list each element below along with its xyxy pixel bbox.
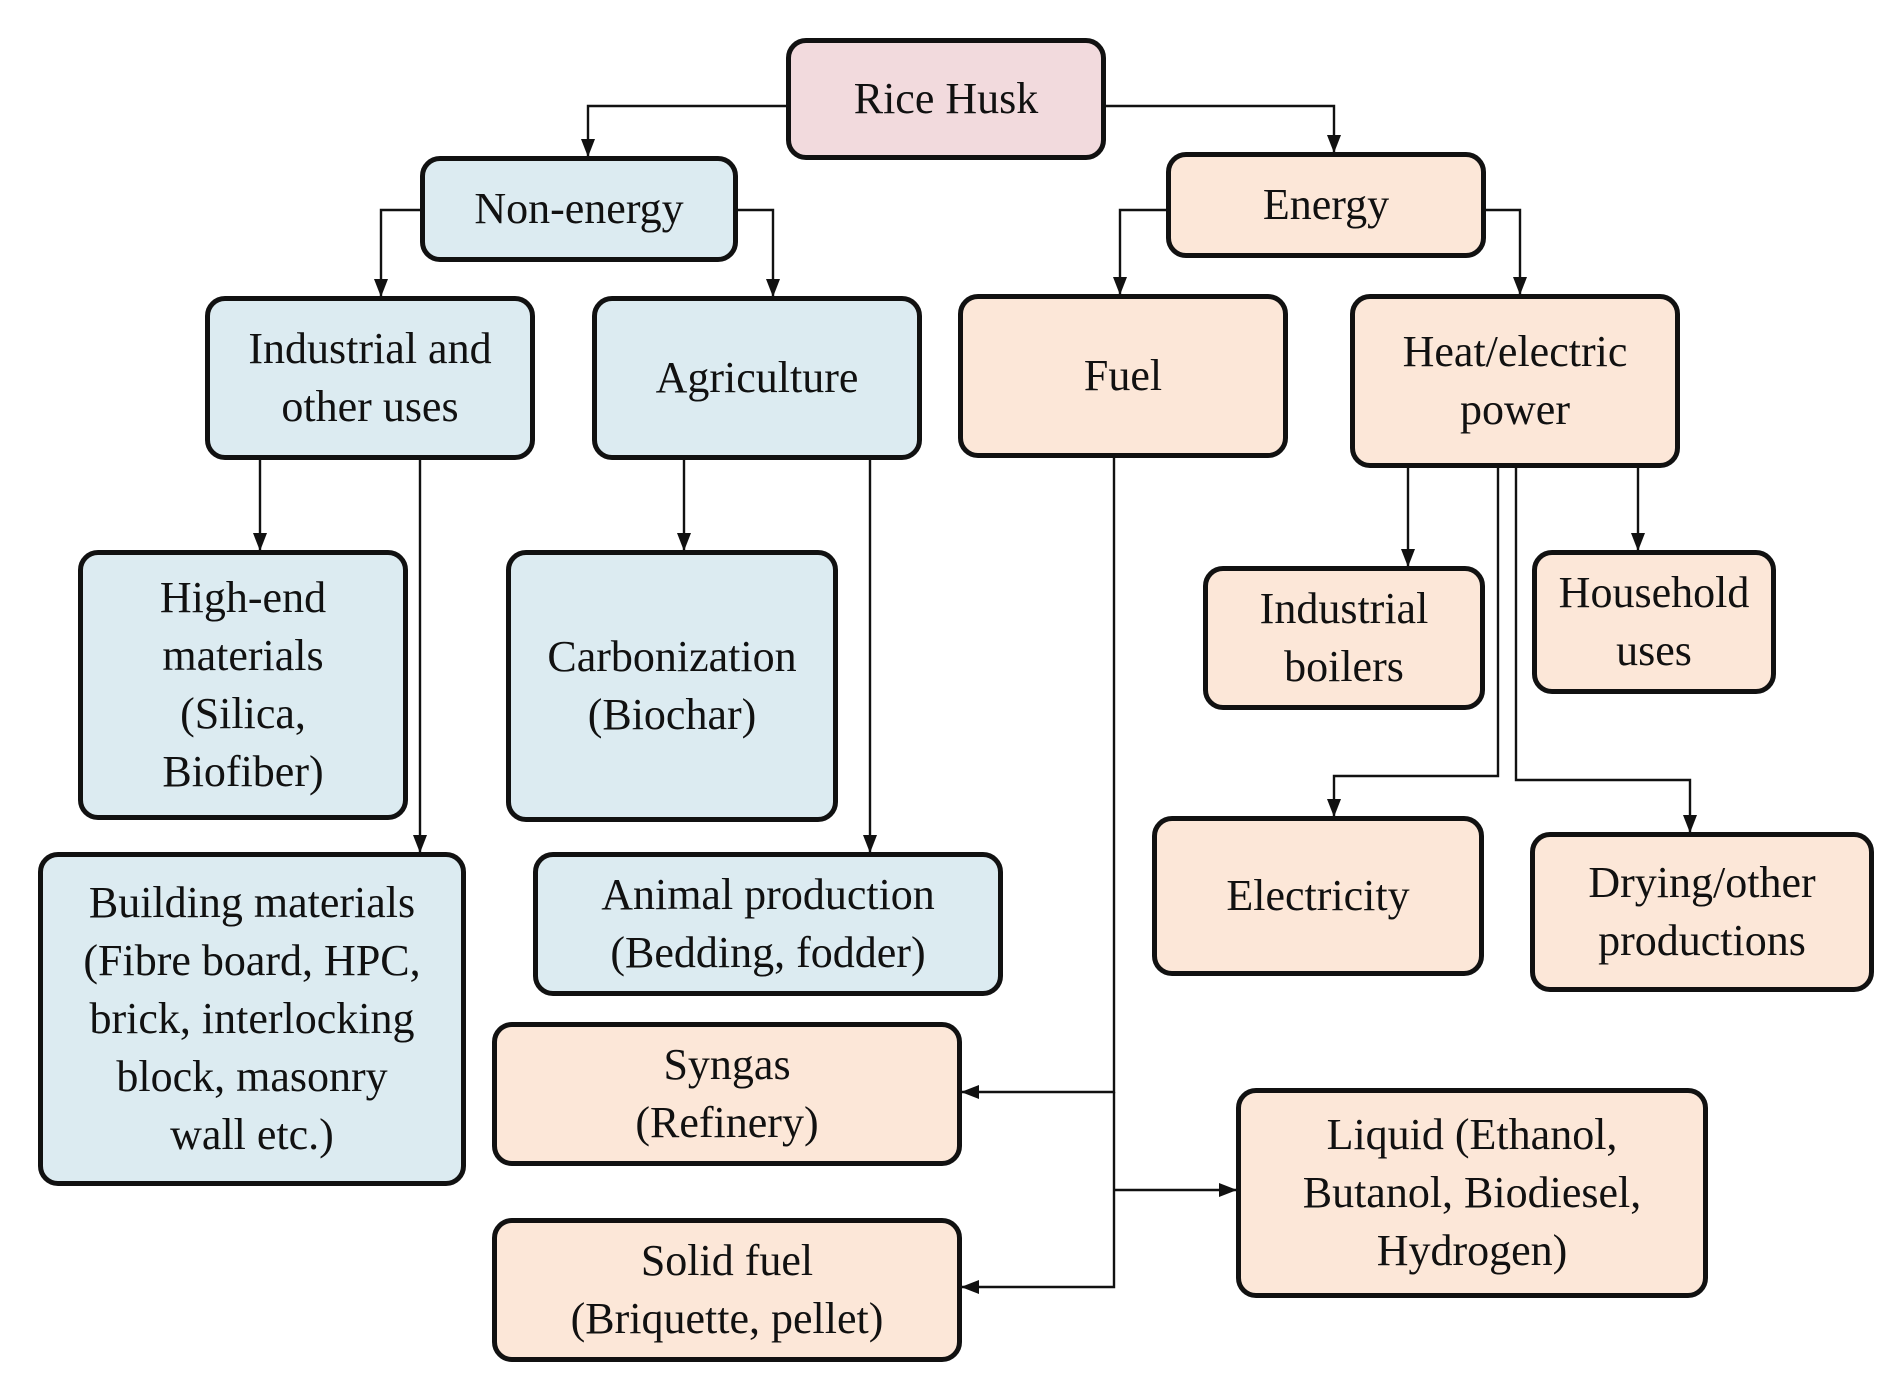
node-text-line: Hydrogen) (1376, 1226, 1568, 1276)
link-fuel-to-syngas (961, 458, 1116, 1099)
link-rice-to-energy (1106, 104, 1341, 153)
node-text-line: other uses (281, 382, 459, 431)
link-non-energy-to-industrial (374, 208, 420, 297)
node-text-line: (Briquette, pellet) (570, 1294, 884, 1343)
node-text-line: (Biochar) (587, 690, 757, 739)
link-energy-to-fuel (1113, 208, 1166, 295)
node-text-line: (Fibre board, HPC, (83, 935, 421, 985)
node-carbonization: Carbonization (Biochar) (506, 550, 838, 822)
node-text-line: Carbonization (547, 631, 797, 681)
node-solid-fuel: Solid fuel (Briquette, pellet) (492, 1218, 962, 1362)
node-text-line: wall etc.) (170, 1110, 334, 1160)
node-text-line: Building materials (88, 877, 416, 927)
node-rice-husk: Rice Husk (786, 38, 1106, 160)
node-syngas: Syngas (Refinery) (492, 1022, 962, 1166)
node-text-line: Fuel (1083, 350, 1163, 400)
node-electricity: Electricity (1152, 816, 1484, 976)
link-heat-to-drying (1514, 468, 1697, 833)
node-drying: Drying/other productions (1530, 832, 1874, 992)
node-building: Building materials (Fibre board, HPC, bric… (38, 852, 466, 1186)
node-heat-power: Heat/electric power (1350, 294, 1680, 468)
node-text-line: Non-energy (474, 183, 684, 233)
node-text-line: Butanol, Biodiesel, (1302, 1167, 1642, 1217)
node-text-line: Electricity (1226, 870, 1410, 920)
node-text-line: (Refinery) (635, 1098, 819, 1147)
node-text-line: Liquid (Ethanol, (1326, 1109, 1618, 1159)
node-text-line: power (1460, 385, 1570, 434)
node-high-end: High-end materials (Silica, Biofiber) (78, 550, 408, 820)
node-text-line: High-end (159, 572, 327, 622)
node-text-line: materials (162, 630, 324, 680)
node-text-line: Energy (1262, 179, 1390, 229)
node-text-line: productions (1598, 916, 1806, 965)
node-energy: Energy (1166, 152, 1486, 258)
node-liquid: Liquid (Ethanol, Butanol, Biodiesel, Hydro… (1236, 1088, 1708, 1298)
node-text-line: boilers (1284, 642, 1404, 691)
node-text-line: (Silica, (180, 689, 306, 738)
node-text-line: Rice Husk (853, 73, 1039, 123)
link-heat-to-electricity (1327, 468, 1500, 817)
node-fuel: Fuel (958, 294, 1288, 458)
node-text-line: Biofiber) (162, 747, 324, 797)
node-text-line: Industrial (1259, 583, 1429, 633)
link-energy-to-heat-power (1486, 208, 1527, 295)
node-text-line: brick, interlocking (89, 993, 415, 1043)
node-boilers: Industrial boilers (1203, 566, 1485, 710)
node-animal: Animal production (Bedding, fodder) (533, 852, 1003, 996)
node-non-energy: Non-energy (420, 156, 738, 262)
link-non-energy-to-agriculture (738, 208, 780, 297)
node-text-line: uses (1616, 626, 1692, 675)
node-text-line: Drying/other (1588, 857, 1816, 907)
node-text-line: Solid fuel (640, 1235, 814, 1285)
node-text-line: Syngas (663, 1039, 791, 1089)
node-text-line: Agriculture (655, 352, 859, 402)
node-household: Household uses (1532, 550, 1776, 694)
node-text-line: Household (1558, 567, 1750, 617)
node-text-line: block, masonry (116, 1052, 388, 1102)
link-rice-to-non-energy (581, 104, 786, 157)
node-text-line: Industrial and (248, 323, 492, 373)
link-fuel-to-solid-fuel (961, 1092, 1116, 1294)
node-agriculture: Agriculture (592, 296, 922, 460)
node-text-line: Animal production (601, 869, 935, 919)
node-industrial: Industrial and other uses (205, 296, 535, 460)
node-text-line: (Bedding, fodder) (610, 928, 926, 977)
node-text-line: Heat/electric (1402, 326, 1628, 376)
